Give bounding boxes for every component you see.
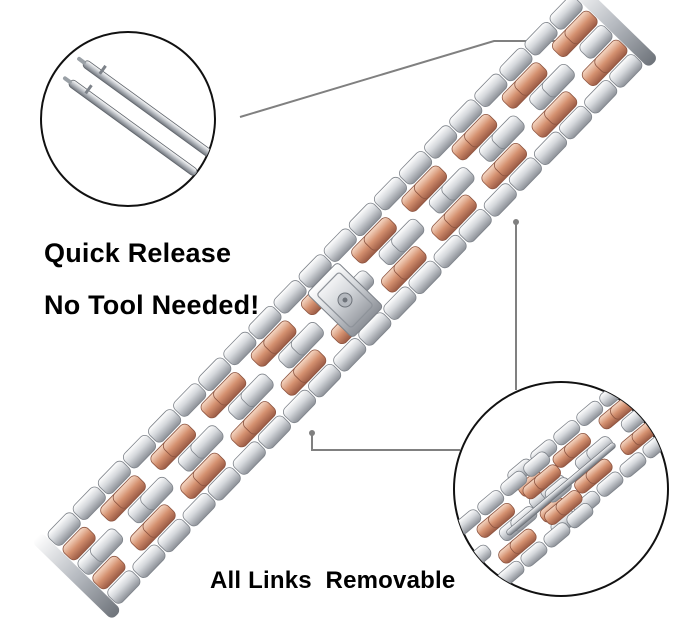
spring-bar-callout	[40, 31, 216, 207]
removable-links-caption: All Links Removable	[210, 567, 456, 594]
watch-band	[34, 0, 656, 618]
removable-links-callout	[453, 381, 669, 597]
no-tool-caption: No Tool Needed!	[44, 290, 260, 320]
butterfly-clasp-icon	[307, 263, 383, 337]
quick-release-caption: Quick Release	[44, 238, 232, 268]
spring-bar-icon	[62, 56, 215, 180]
